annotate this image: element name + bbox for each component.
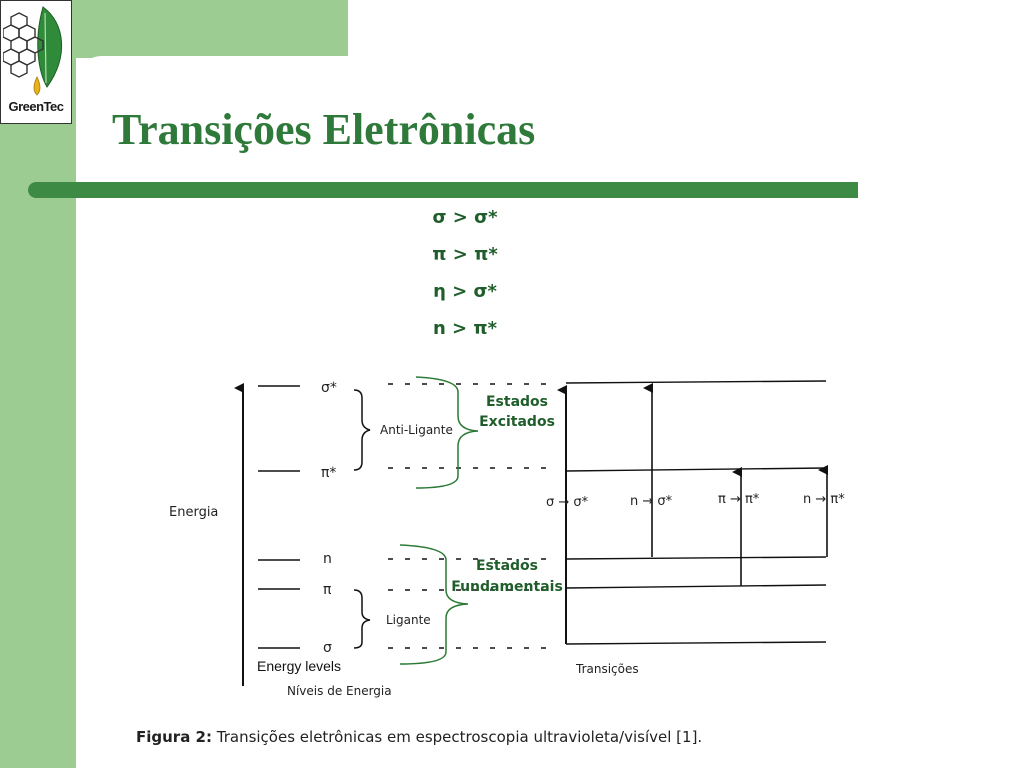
transitions-list: σ > σ* π > π* η > σ* n > π* — [380, 204, 550, 352]
level-label-pi-star: π* — [321, 465, 336, 481]
label-transicoes: Transições — [575, 662, 639, 676]
level-label-sigma-star: σ* — [321, 380, 337, 396]
level-label-sigma: σ — [323, 640, 332, 656]
panel-line-pi-star — [565, 467, 827, 472]
label-estados-excitados-1: Estados — [486, 394, 548, 410]
green-brace-excited — [415, 376, 479, 489]
caption-label: Figura 2: — [136, 728, 212, 746]
figure-caption: Figura 2: Transições eletrônicas em espe… — [136, 728, 702, 746]
brace-anti-ligante — [353, 389, 371, 471]
label-anti-ligante: Anti-Ligante — [380, 423, 453, 437]
brace-ligante — [353, 589, 371, 649]
transition-item: σ > σ* — [432, 207, 498, 228]
panel-line-pi — [565, 584, 827, 589]
transition-item: π > π* — [432, 244, 498, 265]
label-ligante: Ligante — [386, 613, 431, 627]
label-estados-excitados-2: Excitados — [479, 414, 555, 430]
label-energy-levels: Energy levels — [257, 658, 341, 674]
green-brace-ground — [399, 544, 469, 665]
label-estados-fundamentais-2: Fundamentais — [451, 579, 563, 595]
label-niveis-de-energia: Níveis de Energia — [287, 684, 392, 698]
caption-text: Transições eletrônicas em espectroscopia… — [211, 728, 703, 746]
panel-line-sigma-star — [565, 380, 827, 384]
title-divider — [28, 182, 858, 198]
level-label-n: n — [323, 551, 332, 567]
panel-line-n — [565, 556, 827, 560]
axis-label-energia: Energia — [169, 505, 218, 520]
transition-label-n-sigma-star: n → σ* — [630, 494, 673, 509]
panel-line-sigma — [565, 641, 827, 645]
page-title: Transições Eletrônicas — [112, 105, 536, 154]
label-estados-fundamentais-1: Estados — [476, 558, 538, 574]
transition-item: η > σ* — [433, 281, 497, 302]
greentec-logo: GreenTec — [0, 0, 72, 124]
transition-label-pi-pi-star: π → π* — [718, 492, 760, 507]
transition-item: n > π* — [432, 318, 498, 339]
transition-label-n-pi-star: n → π* — [803, 492, 845, 507]
level-label-pi: π — [323, 582, 332, 598]
transition-label-sigma-sigma-star: σ → σ* — [546, 495, 589, 510]
leaf-hexagon-icon — [3, 6, 62, 96]
content-area — [76, 56, 1024, 768]
logo-text: GreenTec — [8, 99, 64, 114]
sidebar-band — [0, 0, 76, 768]
